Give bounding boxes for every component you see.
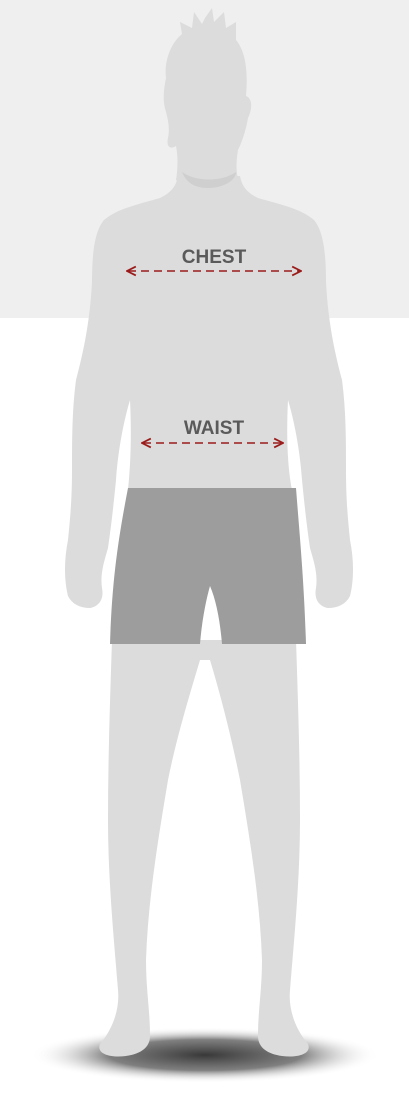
legs <box>99 640 308 1057</box>
waist-label: WAIST <box>184 418 245 439</box>
chest-label: CHEST <box>182 247 247 268</box>
boxer-shorts <box>110 488 306 644</box>
ground-shadow <box>30 1027 380 1083</box>
